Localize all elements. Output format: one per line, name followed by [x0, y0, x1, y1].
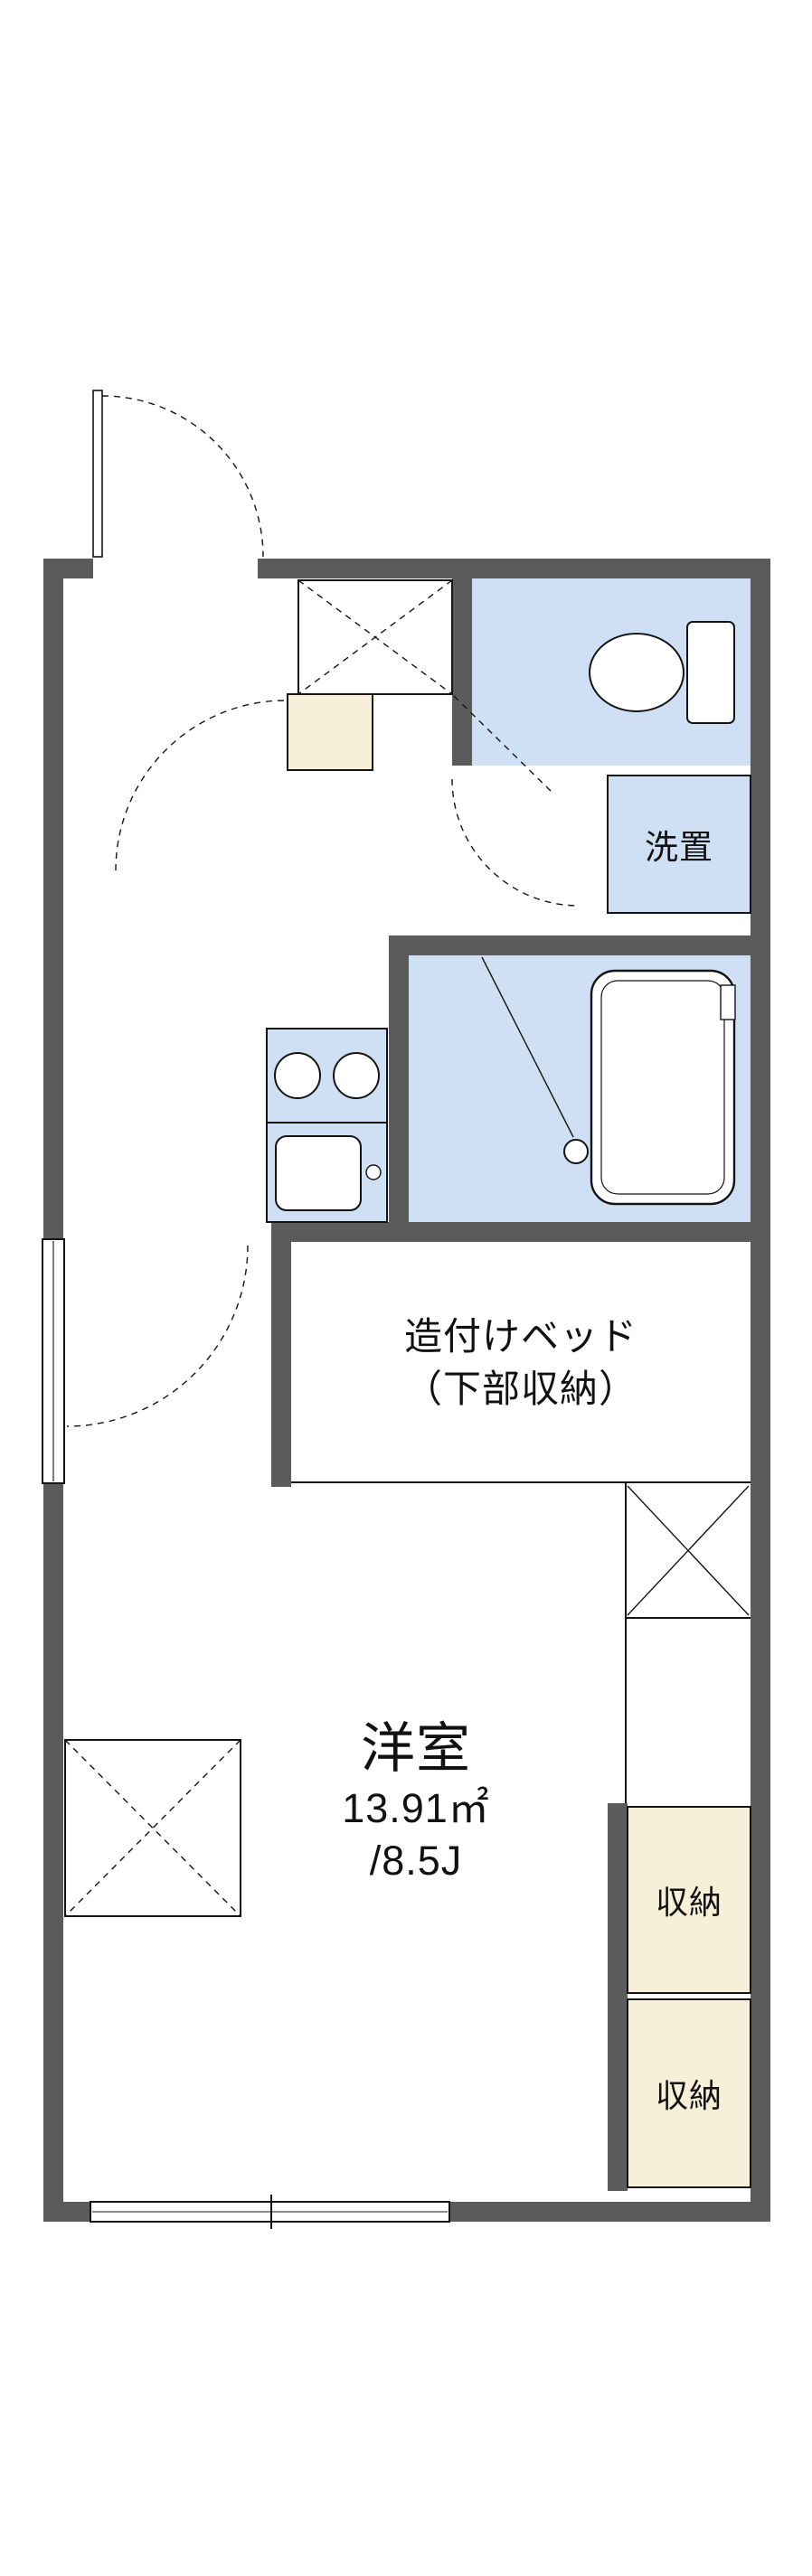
- entrance-door-leaf: [92, 390, 103, 558]
- bathroom: [409, 955, 751, 1222]
- bay-window-x-line-2: [64, 1739, 241, 1917]
- storage-box-bottom: [627, 1998, 751, 2188]
- sink-basin: [275, 1135, 362, 1211]
- closet-area: [625, 1483, 751, 1803]
- wall-storage-left: [608, 1803, 628, 2191]
- toilet-bowl: [589, 633, 685, 712]
- windows: [42, 1238, 450, 2229]
- room-door-arc: [66, 1245, 249, 1427]
- sink-icon: [275, 1135, 382, 1211]
- entrance-opening: [93, 557, 258, 580]
- room-area-m2: 13.91㎡: [342, 1785, 490, 1831]
- built-in-bed-label: 造付けベッド （下部収納）: [291, 1249, 751, 1477]
- washer-space-label: 洗置: [645, 829, 713, 866]
- closet-diagonal-2: [627, 1485, 750, 1616]
- toilet-icon: [589, 621, 735, 724]
- entrance-door-arc: [101, 395, 264, 558]
- toilet-door-arc: [451, 778, 580, 907]
- stove-burner-right: [333, 1052, 380, 1099]
- genkan-door-arc: [115, 700, 287, 871]
- wall-above-bathroom: [389, 935, 770, 955]
- outer-wall-right: [751, 559, 770, 2222]
- room-label-block: 洋室 13.91㎡ /8.5J: [217, 1716, 615, 1887]
- storage-boxes: [627, 1806, 751, 2188]
- bay-window-box: [64, 1739, 241, 1917]
- stove-burner-left: [274, 1052, 321, 1099]
- room-area-jo: /8.5J: [369, 1838, 463, 1884]
- bay-window-x-line-1: [64, 1739, 241, 1917]
- stove-burners-icon: [274, 1052, 380, 1099]
- bathroom-drain-circle: [563, 1139, 589, 1164]
- bathtub-outer: [590, 969, 736, 1206]
- window-bottom: [90, 2195, 450, 2229]
- storage-box-top: [627, 1806, 751, 1994]
- bathtub-faucet: [720, 984, 736, 1020]
- wall-hall-toilet: [452, 578, 472, 766]
- toilet-tank: [686, 621, 735, 724]
- wall-bed-left: [271, 1222, 291, 1487]
- window-left: [42, 1238, 65, 1484]
- kitchen-counter: [266, 1028, 388, 1223]
- sink-faucet: [365, 1164, 382, 1180]
- bathtub-inner: [600, 980, 725, 1195]
- genkan-step: [287, 693, 373, 771]
- wall-bed-top: [271, 1222, 770, 1242]
- wall-bathroom-left: [389, 935, 409, 1242]
- bathroom-door-line: [481, 956, 574, 1138]
- inner-walls: [271, 578, 770, 2191]
- genkan-area: [115, 579, 453, 871]
- washer-space: [607, 775, 751, 914]
- storage-bottom-label: 収納: [655, 2077, 722, 2114]
- bathtub-icon: [590, 969, 736, 1206]
- room-name: 洋室: [361, 1718, 471, 1779]
- toilet-room: [451, 578, 751, 907]
- bed-label-line2: （下部収納）: [403, 1368, 637, 1410]
- storage-top-label: 収納: [655, 1884, 722, 1921]
- entrance-door: [92, 390, 264, 580]
- bathroom-door: [481, 956, 589, 1164]
- shoe-cabinet-x-line-2: [297, 579, 453, 695]
- bed-label-line1: 造付けベッド: [403, 1315, 637, 1359]
